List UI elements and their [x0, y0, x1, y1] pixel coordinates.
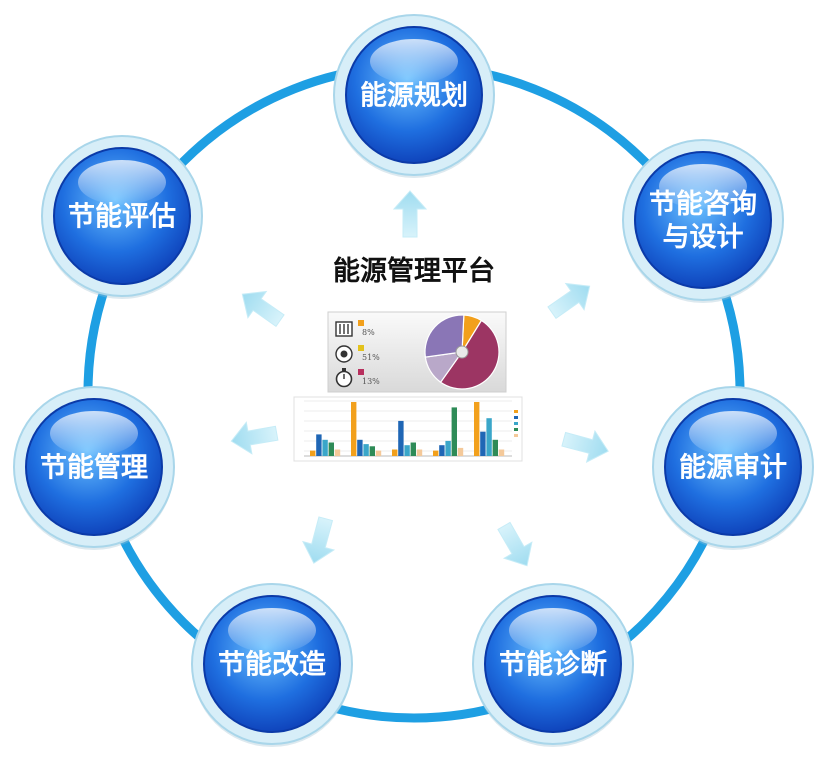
bar	[357, 439, 363, 456]
arrow-right-icon	[561, 429, 609, 463]
legend-swatch	[358, 345, 364, 351]
bar-legend-swatch	[514, 416, 518, 419]
bar	[498, 449, 505, 456]
bar	[398, 420, 404, 456]
node-diagnose: 节能诊断	[472, 583, 634, 747]
arrow-up-icon	[392, 190, 428, 238]
node-label: 节能改造	[218, 649, 326, 681]
pie-center	[455, 345, 469, 359]
node-label: 能源审计	[679, 452, 787, 484]
bar	[404, 445, 410, 456]
node-manage: 节能管理	[13, 386, 175, 550]
bar	[375, 450, 382, 456]
node-retrofit: 节能改造	[191, 583, 353, 747]
legend-swatch	[358, 320, 364, 326]
dashboard-bar-panel	[293, 396, 523, 462]
node-gloss	[689, 411, 777, 456]
bar	[351, 402, 357, 456]
bar	[328, 442, 334, 456]
node-gloss	[370, 39, 458, 84]
bar-legend-swatch	[514, 428, 518, 431]
legend-percent: 51%	[362, 353, 380, 362]
bar-chart	[310, 402, 505, 456]
bar	[363, 444, 369, 456]
bar	[310, 450, 316, 456]
bar	[410, 442, 416, 456]
arrow-left-icon	[230, 421, 279, 455]
arrow-up-left-icon	[241, 290, 285, 328]
pie-slice	[424, 314, 465, 358]
node-label: 能源规划	[360, 80, 468, 112]
node-evaluate: 节能评估	[41, 135, 203, 299]
bar	[369, 446, 375, 456]
bar-legend-swatch	[514, 434, 518, 437]
bar	[433, 450, 439, 456]
pie-slice	[439, 319, 500, 390]
bar	[322, 439, 328, 456]
bar	[392, 449, 398, 456]
node-gloss	[659, 164, 747, 209]
bar	[445, 440, 451, 456]
node-gloss	[50, 411, 138, 456]
bar-legend	[514, 410, 518, 437]
arrow-up-right-icon	[547, 282, 591, 320]
legend-swatch	[358, 369, 364, 375]
bar	[334, 449, 341, 456]
server-icon	[335, 321, 353, 337]
bar	[439, 445, 445, 456]
node-label: 节能诊断	[499, 649, 607, 681]
arrow-down-right-icon	[497, 521, 533, 567]
node-audit: 能源审计	[652, 386, 814, 550]
bar-legend-swatch	[514, 422, 518, 425]
node-label: 与设计	[663, 222, 744, 253]
timer-icon	[335, 368, 353, 388]
node-label: 节能管理	[40, 452, 148, 484]
node-plan: 能源规划	[333, 14, 495, 178]
bar	[480, 431, 486, 456]
node-label: 节能评估	[68, 201, 176, 233]
bar	[416, 449, 423, 456]
bar	[451, 407, 457, 456]
platform-title: 能源管理平台	[333, 255, 495, 287]
bar	[474, 402, 480, 456]
node-gloss	[228, 608, 316, 653]
legend-percent: 8%	[362, 328, 375, 337]
pie-chart	[424, 314, 500, 390]
direction-arrows	[230, 190, 609, 567]
bar	[492, 439, 498, 456]
dashboard-pie-panel: 8% 51% 13%	[327, 311, 507, 393]
bar	[486, 418, 492, 456]
node-label: 节能咨询	[649, 188, 757, 220]
arrow-down-left-icon	[302, 516, 336, 564]
bar	[316, 434, 322, 456]
cloud-icon	[335, 345, 353, 363]
node-gloss	[509, 608, 597, 653]
bar	[457, 447, 464, 456]
node-gloss	[78, 160, 166, 205]
bar-legend-swatch	[514, 410, 518, 413]
legend-percent: 13%	[362, 377, 380, 386]
